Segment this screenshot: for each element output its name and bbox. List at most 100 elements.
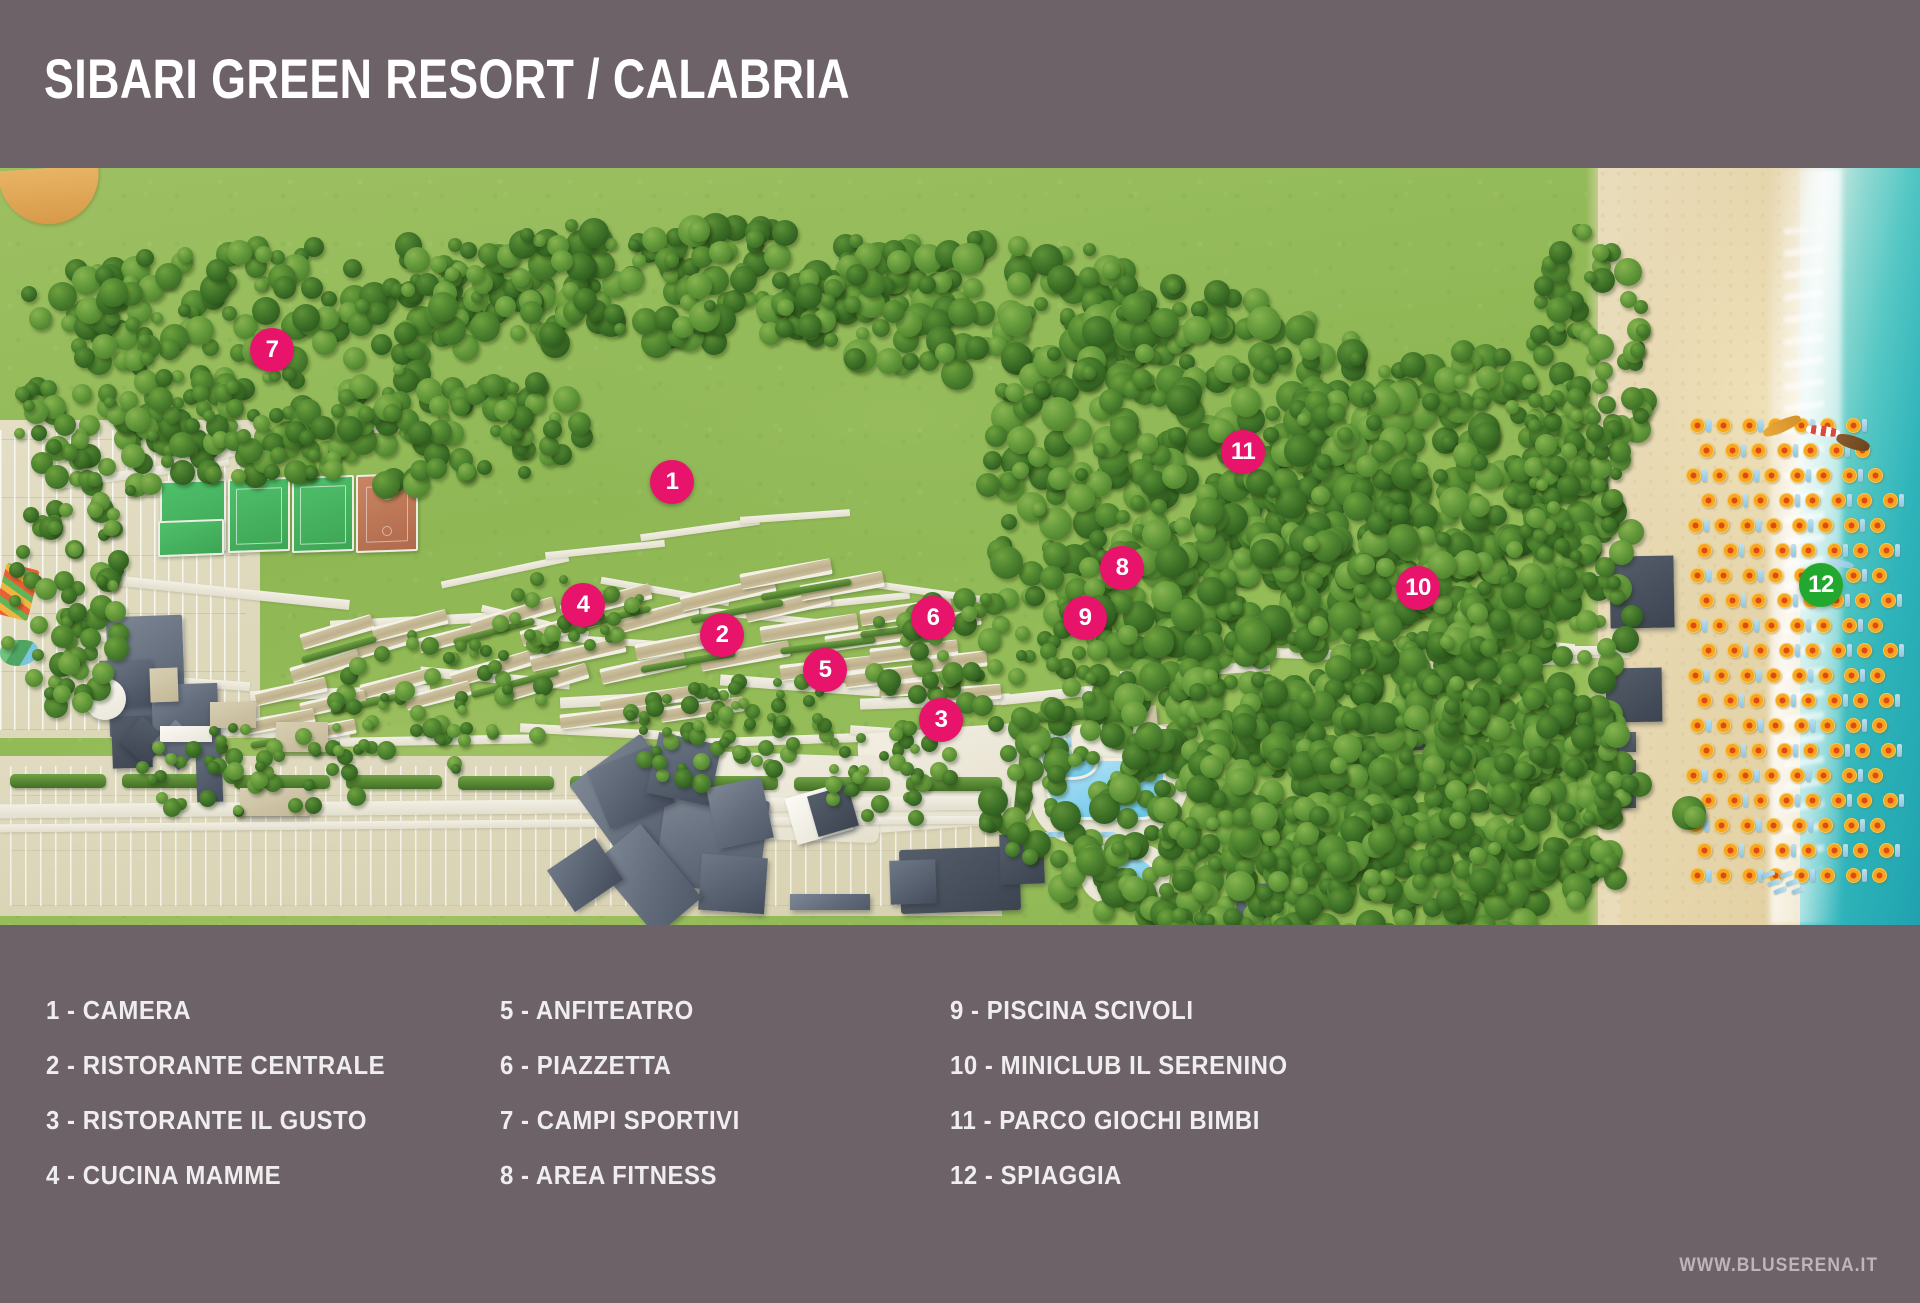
beach-umbrella (1686, 468, 1701, 483)
rotunda (84, 678, 126, 720)
beach-umbrella (1801, 693, 1816, 708)
legend-item: 5 - ANFITEATRO (500, 995, 694, 1025)
beach-umbrella (1844, 668, 1859, 683)
beach-lounger (1860, 819, 1865, 832)
map-marker-5[interactable]: 5 (803, 648, 847, 692)
beach-umbrella (1803, 743, 1818, 758)
road-segment (1560, 646, 1620, 655)
beach-umbrella (1777, 743, 1792, 758)
beach-umbrella (1790, 468, 1805, 483)
website-url[interactable]: WWW.BLUSERENA.IT (1679, 1255, 1878, 1276)
beach-umbrella (1775, 843, 1790, 858)
beach-lounger (1743, 644, 1748, 657)
beach-umbrella (1883, 793, 1898, 808)
five-a-side-pitch (158, 518, 224, 558)
beach-lounger (1808, 669, 1813, 682)
beach-umbrella (1742, 418, 1757, 433)
beach-lounger (1858, 469, 1863, 482)
beach-lounger (1795, 494, 1800, 507)
map-marker-3[interactable]: 3 (919, 698, 963, 742)
beach-lounger (1895, 544, 1900, 557)
beach-lounger (1704, 819, 1709, 832)
beach-kiosk (1612, 760, 1636, 780)
map-marker-10[interactable]: 10 (1396, 566, 1440, 610)
beach-umbrella (1740, 668, 1755, 683)
beach-lounger (1810, 719, 1815, 732)
map-marker-4[interactable]: 4 (561, 583, 605, 627)
beach-umbrella (1699, 593, 1714, 608)
beach-lounger (1847, 794, 1852, 807)
beach-umbrella (1829, 743, 1844, 758)
beach-umbrella (1790, 768, 1805, 783)
beach-lounger (1758, 869, 1763, 882)
map-marker-11[interactable]: 11 (1221, 430, 1265, 474)
beach-umbrella (1827, 693, 1842, 708)
beach-lounger (1897, 594, 1902, 607)
beach-umbrella (1879, 543, 1894, 558)
beach-umbrella (1716, 868, 1731, 883)
beach-lounger (1795, 644, 1800, 657)
page-title: SIBARI GREEN RESORT / CALABRIA (44, 47, 850, 110)
map-marker-number: 2 (715, 621, 729, 648)
beach-umbrella (1688, 668, 1703, 683)
beach-lounger (1706, 419, 1711, 432)
beach-umbrella (1853, 843, 1868, 858)
legend-item: 11 - PARCO GIOCHI BIMBI (950, 1105, 1260, 1135)
beach-lounger (1793, 594, 1798, 607)
beach-umbrella (1792, 668, 1807, 683)
beach-umbrella (1777, 443, 1792, 458)
beach-umbrella (1883, 643, 1898, 658)
legend-item: 3 - RISTORANTE IL GUSTO (46, 1105, 368, 1135)
map-marker-number: 1 (665, 468, 679, 495)
court-lines (300, 485, 346, 545)
beach-lounger (1808, 819, 1813, 832)
map-marker-number: 6 (926, 604, 940, 631)
beach-umbrella (1699, 743, 1714, 758)
forest-outbuilding (1234, 882, 1282, 920)
beach-lounger (1741, 444, 1746, 457)
beach-umbrella (1697, 693, 1712, 708)
map-marker-6[interactable]: 6 (911, 596, 955, 640)
map-marker-8[interactable]: 8 (1100, 546, 1144, 590)
beach-lounger (1858, 769, 1863, 782)
map-marker-9[interactable]: 9 (1063, 596, 1107, 640)
map-marker-1[interactable]: 1 (650, 460, 694, 504)
beach-kiosk (1612, 788, 1636, 808)
beach-lounger (1806, 469, 1811, 482)
pergola (790, 894, 870, 910)
beach-lounger (1843, 844, 1848, 857)
beach-umbrella (1740, 518, 1755, 533)
beach-lounger (1847, 644, 1852, 657)
beach-umbrella (1766, 518, 1781, 533)
beach-lounger (1845, 744, 1850, 757)
beach-umbrella (1881, 593, 1896, 608)
beach-umbrella (1818, 518, 1833, 533)
beach-umbrella (1775, 543, 1790, 558)
beach-umbrella (1742, 568, 1757, 583)
map-marker-12[interactable]: 12 (1799, 563, 1843, 607)
pool-lounger (1103, 832, 1116, 837)
legend-item: 12 - SPIAGGIA (950, 1160, 1123, 1190)
beach-umbrella (1844, 818, 1859, 833)
beach-lounger (1899, 494, 1904, 507)
beach-lounger (1795, 794, 1800, 807)
beach-umbrella (1794, 718, 1809, 733)
beach-umbrella (1868, 768, 1883, 783)
hedge-row (794, 776, 890, 791)
map-marker-number: 3 (934, 706, 948, 733)
beach-umbrella (1723, 693, 1738, 708)
beach-umbrella (1872, 868, 1887, 883)
page-header: SIBARI GREEN RESORT / CALABRIA (0, 0, 1920, 168)
map-marker-2[interactable]: 2 (700, 613, 744, 657)
hoop-key (382, 526, 392, 536)
beach-lounger (1899, 644, 1904, 657)
beach-umbrella (1801, 843, 1816, 858)
map-marker-7[interactable]: 7 (250, 328, 294, 372)
beach-lounger (1741, 594, 1746, 607)
hedge-row (122, 774, 218, 789)
beach-umbrella (1818, 818, 1833, 833)
legend-item: 9 - PISCINA SCIVOLI (950, 995, 1194, 1025)
beach-umbrella (1868, 618, 1883, 633)
beach-lounger (1862, 569, 1867, 582)
